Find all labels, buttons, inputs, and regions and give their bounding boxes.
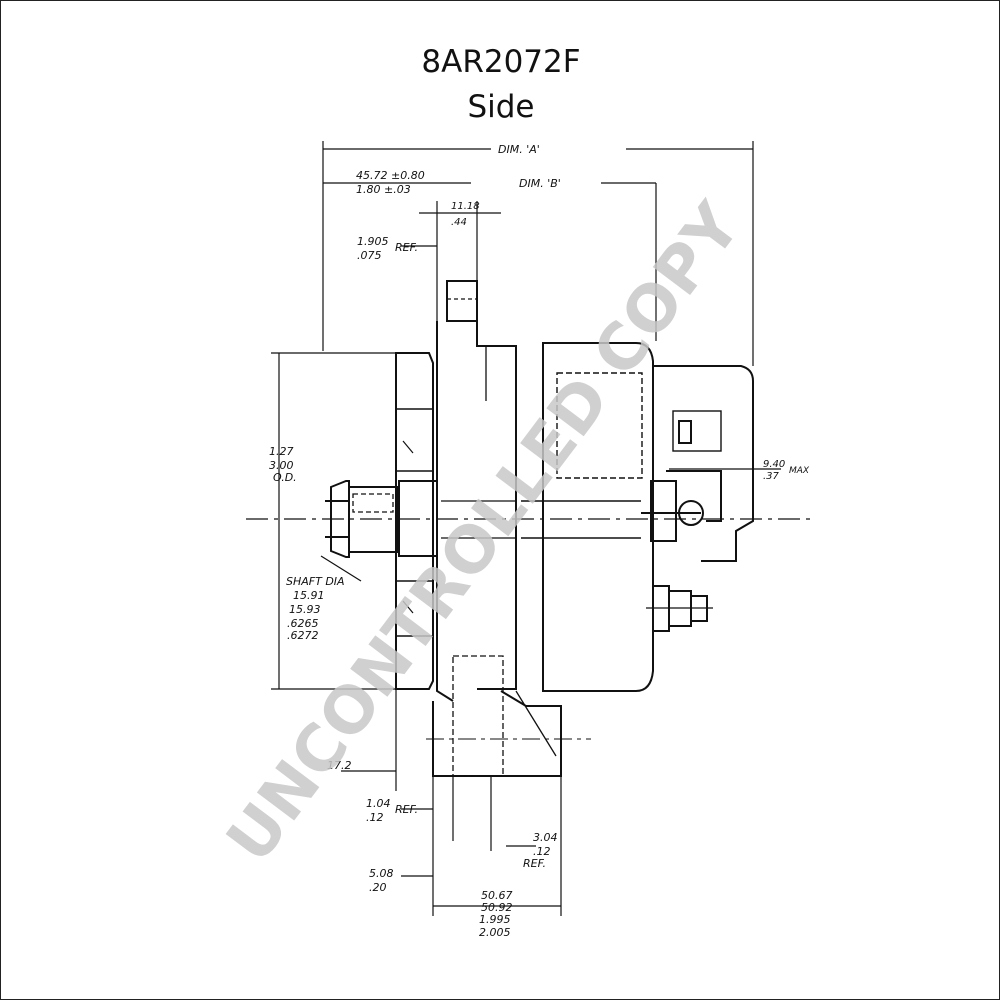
- ref-bottom1-ref: REF.: [395, 803, 418, 816]
- ref-bottom2-dim-1: 3.04: [533, 831, 558, 844]
- right-small-dim-1: 9.40: [763, 459, 785, 470]
- ref-left-dim-1: 1.905: [357, 235, 389, 248]
- view-subtitle: Side: [467, 89, 535, 125]
- bottom-width-dim-4: 2.005: [479, 926, 511, 939]
- shaft-dia-4: .6272: [287, 629, 319, 642]
- left-height-dim-3: O.D.: [273, 471, 297, 484]
- top-dimensions: [322, 141, 754, 366]
- bottom-dimensions: [341, 468, 781, 916]
- mounting-lug: [426, 655, 591, 777]
- ref-bottom2-dim-2: .12: [533, 845, 551, 858]
- bottom-508-dim-2: .20: [369, 881, 387, 894]
- shaft-dia-label: SHAFT DIA: [286, 575, 345, 588]
- ref-left-ref: REF.: [395, 241, 418, 254]
- top-left-dim-2: 1.80 ±.03: [356, 183, 411, 196]
- shaft-dia-3: .6265: [287, 617, 319, 630]
- ref-left-dim-2: .075: [357, 249, 382, 262]
- main-housing: [521, 342, 654, 692]
- top-small-dim-1: 11.18: [451, 201, 480, 212]
- left-height-dim-2: 3.00: [269, 459, 294, 472]
- ref-bottom2-ref: REF.: [523, 857, 546, 870]
- bottom-508-dim-1: 5.08: [369, 867, 394, 880]
- bottom-width-dim-1: 50.67: [481, 889, 513, 902]
- shaft-dia-2: 15.93: [289, 603, 321, 616]
- right-small-dim-2: .37: [763, 471, 780, 482]
- dim-a-label: DIM. 'A': [498, 143, 540, 156]
- left-height-dim-1: 1.27: [269, 445, 294, 458]
- left-dimensions: [271, 352, 396, 690]
- bottom-width-dim-3: 1.995: [479, 913, 511, 926]
- ref-bottom1-dim-2: .12: [366, 811, 384, 824]
- terminal-stud: [646, 585, 713, 632]
- dim-b-label: DIM. 'B': [519, 177, 561, 190]
- bottom-left-dim: 17.2: [327, 759, 352, 772]
- bottom-width-dim-2: 50.92: [481, 901, 513, 914]
- top-small-dim-2: .44: [451, 217, 467, 228]
- right-small-dim-3: MAX: [789, 466, 810, 476]
- ref-bottom1-dim-1: 1.04: [366, 797, 391, 810]
- part-number-title: 8AR2072F: [421, 44, 581, 80]
- uncontrolled-copy-watermark: UNCONTROLLED COPY: [213, 190, 756, 876]
- shaft-dia-1: 15.91: [293, 589, 325, 602]
- rear-regulator: [641, 365, 754, 562]
- shaft-nut: [325, 480, 438, 558]
- top-left-dim-1: 45.72 ±0.80: [356, 169, 425, 182]
